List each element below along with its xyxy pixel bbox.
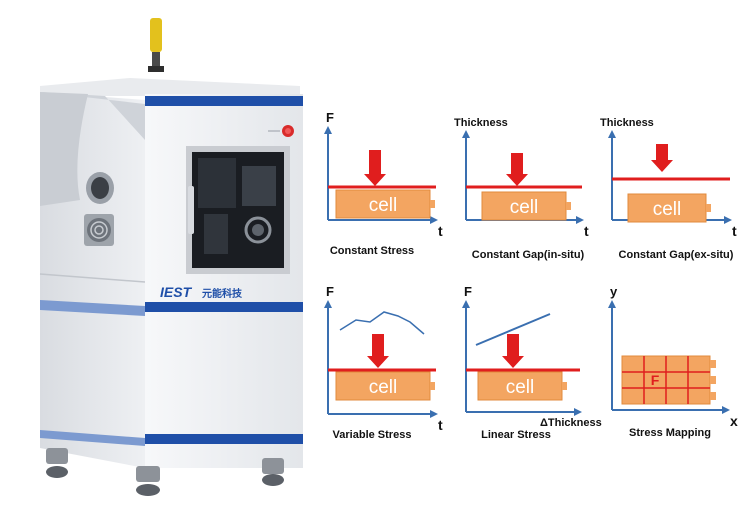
brand-logo: IEST: [160, 284, 193, 300]
cell-label: cell: [653, 199, 682, 220]
force-arrow-icon: [506, 153, 528, 186]
battery-terminal: [566, 202, 571, 210]
panel-caption: Constant Gap(in-situ): [472, 249, 585, 261]
x-axis-label: x: [730, 413, 738, 429]
viewing-window: [186, 146, 290, 274]
cell-label: cell: [369, 195, 398, 216]
x-axis-label: t: [438, 417, 443, 433]
battery-terminal: [710, 376, 716, 384]
force-arrow-icon: [364, 150, 386, 186]
emergency-button-icon: [282, 125, 294, 137]
caster-wheels: [46, 448, 284, 496]
battery-cell: [335, 189, 431, 219]
y-axis-arrow: [462, 300, 470, 308]
panel-caption: Stress Mapping: [629, 427, 711, 439]
battery-terminal: [430, 382, 435, 390]
y-axis-label: F: [326, 284, 334, 299]
y-axis-label: Thickness: [454, 117, 508, 129]
blue-stripe-bottom: [145, 434, 303, 444]
y-axis-arrow: [608, 300, 616, 308]
x-axis-label: t: [732, 223, 737, 239]
cell-label: cell: [369, 377, 398, 398]
panel-caption: Constant Gap(ex-situ): [619, 249, 734, 261]
force-arrow-icon: [502, 334, 524, 368]
force-arrow-icon: [367, 334, 389, 368]
x-axis-arrow: [722, 406, 730, 414]
cell-label: cell: [510, 197, 539, 218]
battery-cell: [477, 371, 563, 401]
x-axis-arrow: [724, 216, 732, 224]
y-axis-arrow: [608, 130, 616, 138]
y-axis-arrow: [324, 126, 332, 134]
panel-caption: Linear Stress: [481, 429, 551, 441]
blue-stripe-top: [145, 96, 303, 106]
x-axis-arrow: [430, 216, 438, 224]
x-axis-arrow: [574, 408, 582, 416]
battery-tester-machine: IEST 元能科技: [39, 18, 303, 496]
signal-tower: [148, 18, 164, 72]
battery-terminal: [706, 204, 711, 212]
y-axis-arrow: [462, 130, 470, 138]
y-axis-label: F: [326, 110, 334, 125]
cell-label: cell: [506, 377, 535, 398]
x-axis-label: t: [584, 223, 589, 239]
fan-grille-icon: [84, 214, 114, 246]
battery-terminal: [430, 200, 435, 208]
x-axis-arrow: [430, 410, 438, 418]
panel-caption: Variable Stress: [333, 429, 412, 441]
battery-terminal: [562, 382, 567, 390]
battery-cell: [627, 193, 707, 223]
battery-cell: [481, 191, 567, 221]
force-arrow-icon: [651, 144, 673, 172]
linear-stress-line: [475, 313, 551, 346]
y-axis-label: Thickness: [600, 117, 654, 129]
y-axis-label: y: [610, 284, 618, 299]
y-axis-arrow: [324, 300, 332, 308]
panel-caption: Constant Stress: [330, 245, 414, 257]
variable-stress-curve: [339, 311, 425, 335]
battery-cell: [335, 371, 431, 401]
machine-top: [40, 78, 300, 96]
x-axis-label: t: [438, 223, 443, 239]
x-axis-arrow: [576, 216, 584, 224]
force-marker-label: F: [651, 372, 660, 388]
battery-terminal: [710, 360, 716, 368]
x-axis-label: ΔThickness: [540, 417, 602, 429]
brand-logo-cn: 元能科技: [202, 287, 243, 300]
blue-stripe-middle: [145, 302, 303, 312]
battery-terminal: [710, 392, 716, 400]
y-axis-label: F: [464, 284, 472, 299]
side-port-icon: [86, 172, 114, 204]
